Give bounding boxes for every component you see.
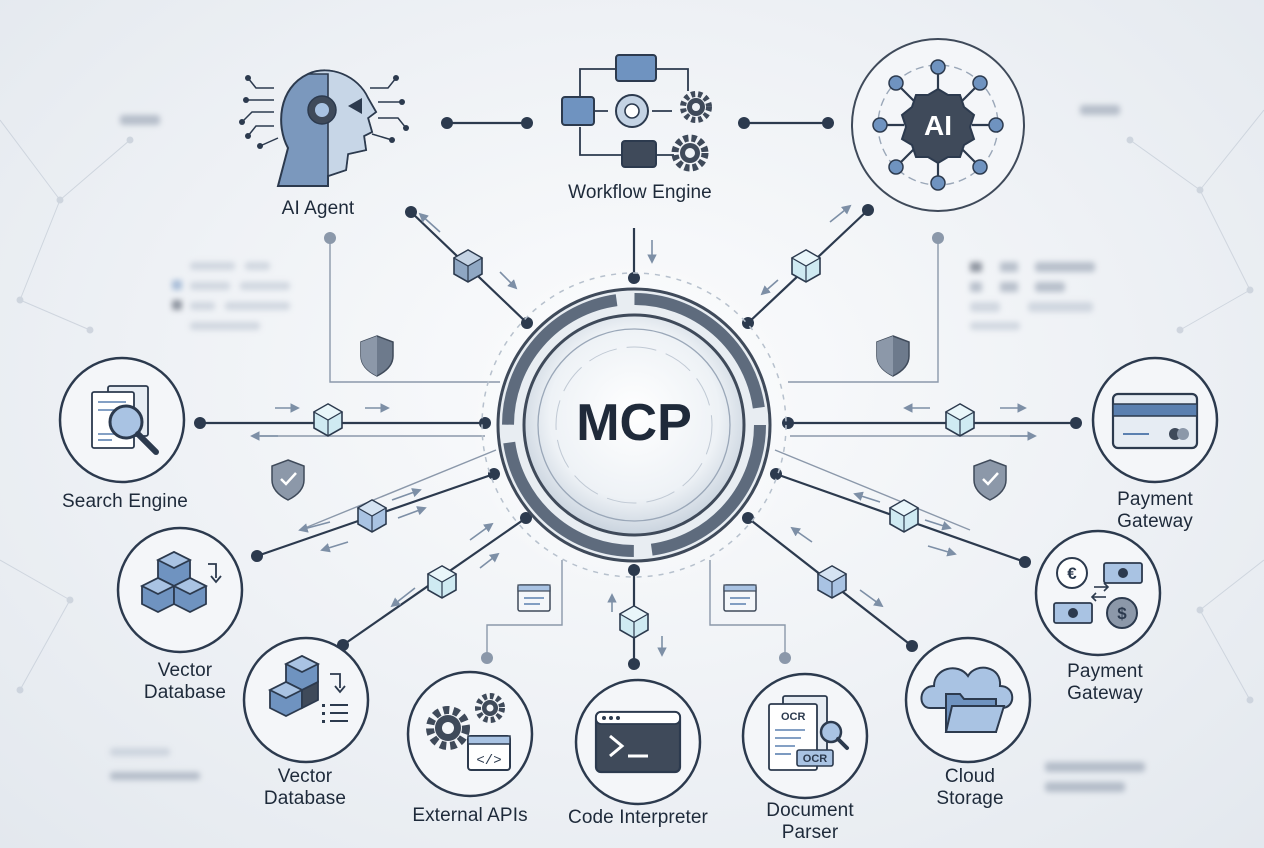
svg-text:</>: </>: [476, 753, 501, 769]
security-shields: [271, 335, 1007, 501]
currency-exchange-icon: € $: [1053, 557, 1143, 629]
workflow-engine-node[interactable]: [561, 54, 712, 172]
shield-check-icon: [973, 459, 1007, 501]
packet-cube-icon: [312, 403, 344, 437]
node-label-workflow-engine: Workflow Engine: [568, 182, 712, 203]
node-label-vector-database-1: Vector Database: [143, 660, 227, 703]
ocr-document-icon: OCR OCR: [768, 695, 849, 771]
cloud-folder-icon: [920, 666, 1014, 733]
mcp-hub: MCP: [481, 272, 787, 578]
packet-cube-icon: [356, 499, 388, 533]
cloud-storage-node[interactable]: [904, 636, 1032, 764]
node-label-payment-gateway-card: Payment Gateway: [1117, 489, 1193, 532]
svg-text:$: $: [1117, 604, 1127, 623]
terminal-icon: [594, 710, 682, 774]
node-label-external-apis: External APIs: [412, 805, 528, 826]
packet-cube-icon: [790, 249, 822, 283]
shield-icon: [876, 335, 910, 377]
packet-cube-icon: [816, 565, 848, 599]
search-engine-node[interactable]: [58, 356, 186, 484]
secondary-lines: [260, 238, 1030, 658]
external-apis-node[interactable]: </>: [406, 670, 534, 798]
document-window-icon: [723, 584, 757, 612]
endpoint-dots: [194, 117, 1082, 670]
blurred-decoration: [110, 105, 1145, 792]
ai-agent-node[interactable]: [239, 69, 409, 187]
data-packets: [312, 249, 976, 639]
document-search-icon: [91, 385, 159, 455]
cubes-list-icon: [267, 654, 348, 723]
node-label-vector-database-2: Vector Database: [263, 766, 347, 809]
ai-chip-label: AI: [924, 110, 952, 141]
node-label-search-engine: Search Engine: [62, 491, 188, 512]
vector-database-1-node[interactable]: [116, 526, 244, 654]
svg-text:€: €: [1067, 564, 1077, 583]
code-interpreter-node[interactable]: [574, 678, 702, 806]
packet-cube-icon: [426, 565, 458, 599]
ocr-label: OCR: [803, 753, 828, 765]
packet-cube-icon: [618, 605, 650, 639]
window-icons: [517, 584, 757, 612]
background-network: [0, 109, 1264, 704]
packet-cube-icon: [888, 499, 920, 533]
flow-arrows: [250, 204, 1037, 657]
cubes-icon: [139, 550, 222, 614]
payment-gateway-exchange-node[interactable]: € $: [1034, 529, 1162, 657]
secondary-dots: [324, 232, 944, 664]
node-label-cloud-storage: Cloud Storage: [936, 766, 1004, 809]
ai-core-node[interactable]: AI: [851, 38, 1025, 212]
payment-gateway-card-node[interactable]: [1091, 356, 1219, 484]
robot-head-icon: [239, 69, 409, 187]
document-window-icon: [517, 584, 551, 612]
node-label-payment-gateway-exchange: Payment Gateway: [1067, 661, 1143, 704]
ocr-label: OCR: [781, 711, 806, 723]
node-label-document-parser: Document Parser: [766, 800, 854, 843]
vector-database-2-node[interactable]: [242, 636, 370, 764]
ai-chip-icon: AI: [872, 59, 1004, 191]
shield-icon: [360, 335, 394, 377]
packet-cube-icon: [452, 249, 484, 283]
packet-cube-icon: [944, 403, 976, 437]
document-parser-node[interactable]: OCR OCR: [741, 672, 869, 800]
shield-check-icon: [271, 459, 305, 501]
node-label-code-interpreter: Code Interpreter: [568, 807, 708, 828]
hub-label: MCP: [576, 394, 692, 452]
flowchart-icon: [561, 54, 712, 172]
node-label-ai-agent: AI Agent: [281, 198, 355, 219]
credit-card-icon: [1111, 392, 1199, 450]
gears-code-icon: </>: [426, 693, 511, 771]
